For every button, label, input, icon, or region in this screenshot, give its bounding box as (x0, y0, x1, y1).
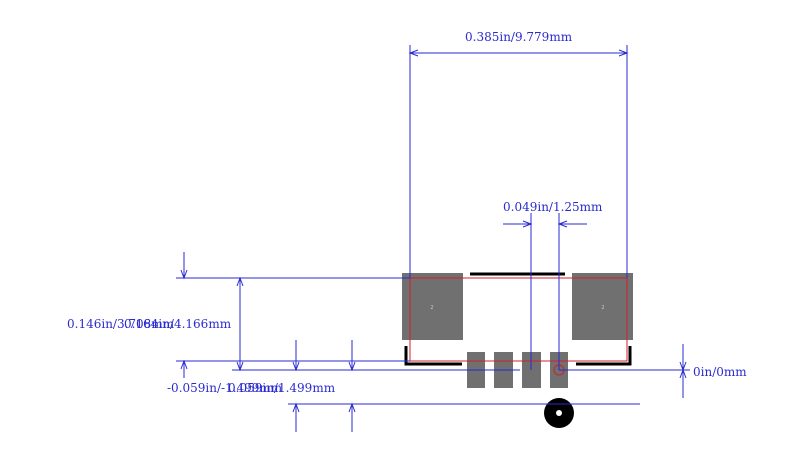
pin1-marker-dot (556, 410, 562, 416)
offset-label-a: -0.059in/-1.499mm (167, 381, 283, 395)
silkscreen (404, 272, 632, 366)
width-label: 0.385in/9.779mm (465, 30, 573, 44)
offset-label-b: 0.059in/1.499mm (228, 381, 336, 395)
mount-pad-left-label: 2 (430, 305, 433, 311)
pitch-label: 0.049in/1.25mm (503, 200, 603, 214)
dimension-lines (176, 45, 690, 432)
pads: 2 2 (402, 273, 633, 388)
origin-label: 0in/0mm (693, 365, 747, 379)
body-outline (409, 277, 628, 362)
mount-pad-left (402, 273, 463, 340)
silk-bottom-right (576, 346, 632, 366)
height-label-b: 0.164in/4.166mm (124, 317, 232, 331)
mount-pad-right (572, 273, 633, 340)
height-label-a: 0.146in/3.708mm (67, 317, 175, 331)
silk-bottom-left (404, 346, 462, 366)
mount-pad-right-label: 2 (601, 305, 604, 311)
